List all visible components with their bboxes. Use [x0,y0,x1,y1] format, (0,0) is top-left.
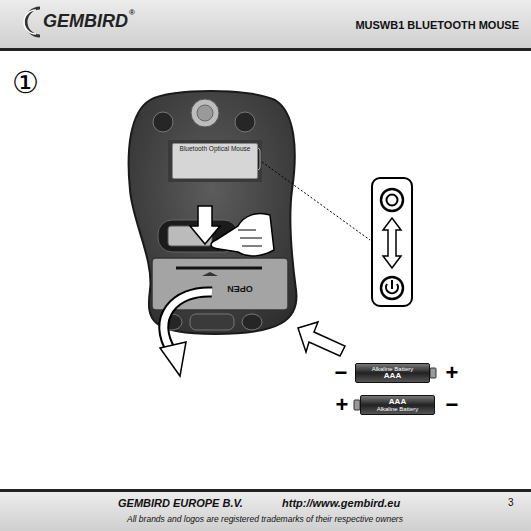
leader-line [262,162,370,240]
page-number: 3 [508,497,514,508]
step-number: ① [12,66,39,99]
open-arrow-outline [164,292,212,352]
footer-rule [0,489,531,492]
trademark-note: All brands and logos are registered trad… [127,515,403,524]
power-icon [391,280,393,289]
cover-slit [176,267,262,270]
company-name: GEMBIRD EUROPE B.V. [118,497,243,509]
hand-fingers [238,230,262,246]
on-icon [381,189,403,211]
mouse-foot [153,112,173,132]
power-icon-ring [381,277,403,299]
registered-mark: ® [129,9,135,18]
open-arrow-head [160,342,186,376]
insert-arrow [298,322,345,356]
cover-text: OPEN [227,283,253,293]
polarity-sign: − [335,361,348,385]
battery-terminal [430,368,436,378]
mouse-pad [190,314,234,330]
cover-mark [202,272,218,276]
sensor-lens [191,99,219,127]
mouse-foot [235,112,255,132]
sticker-recess [168,140,262,182]
on-icon-inner [387,195,398,206]
header-band [0,0,531,48]
switch-callout [372,178,412,306]
mouse-body [129,91,297,334]
battery-text: AAA [384,372,401,380]
battery: AAAAlkaline Battery [360,395,435,415]
website-url: http://www.gembird.eu [282,497,400,509]
device-label: Bluetooth Optical Mouse [172,143,258,179]
footer-band [0,492,531,531]
logo-swoosh-inner [24,10,36,34]
open-arrow [164,292,212,352]
sensor-lens-inner [197,105,213,121]
header-rule [0,48,531,51]
polarity-sign: + [446,361,459,385]
battery-text: AAA [389,398,406,406]
mouse-foot [242,314,262,330]
polarity-sign: + [336,393,349,417]
polarity-sign: − [446,393,459,417]
hand [211,213,274,255]
header-title: MUSWB1 BLUETOOTH MOUSE [355,19,519,31]
toggle-arrow [383,218,401,268]
brand-logo: GEMBIRD [43,12,128,32]
label-text: Bluetooth Optical Mouse [180,146,251,153]
battery-text: Alkaline Battery [377,406,419,412]
press-arrow [190,206,220,244]
battery: Alkaline BatteryAAA [355,363,430,383]
